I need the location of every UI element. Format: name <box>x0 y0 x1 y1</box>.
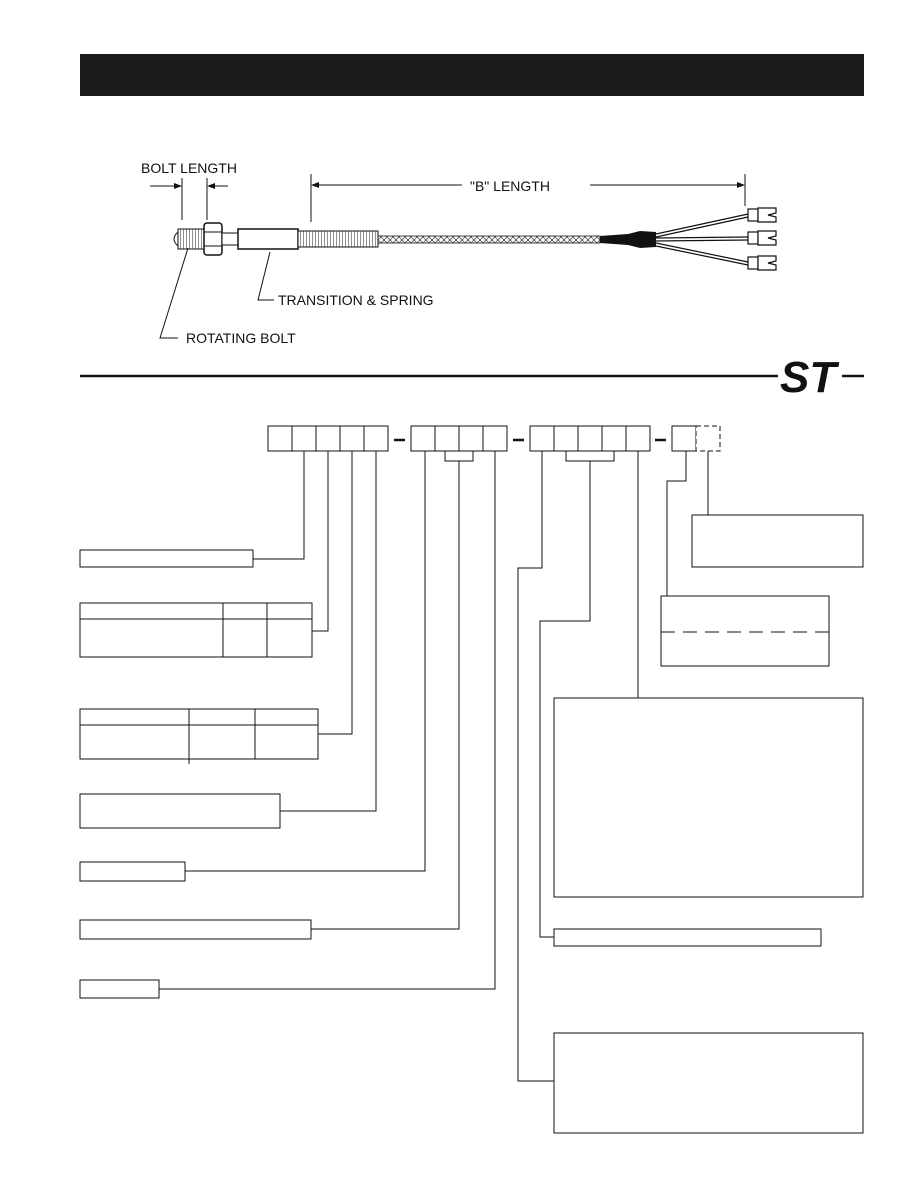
code-box-5 <box>363 425 389 452</box>
spec-box-4 <box>79 793 281 829</box>
leader-lines <box>159 451 709 1082</box>
rotating-bolt-label: ROTATING BOLT <box>186 330 296 346</box>
code-box-14 <box>625 425 651 452</box>
right-boxes <box>553 514 864 1134</box>
code-box-4 <box>339 425 365 452</box>
spring <box>297 230 379 248</box>
b-length-box <box>553 928 822 947</box>
transition-spring-callout: TRANSITION & SPRING <box>257 251 434 308</box>
code-box-16-optional <box>695 425 721 452</box>
code-box-13 <box>601 425 627 452</box>
bolt-length-label: BOLT LENGTH <box>141 160 237 176</box>
option-table <box>660 595 830 667</box>
code-box-8 <box>458 425 484 452</box>
rotating-bolt-callout: ROTATING BOLT <box>159 247 296 346</box>
code-box-11 <box>553 425 579 452</box>
bolt-length-dimension: BOLT LENGTH <box>141 160 237 220</box>
code-box-12 <box>577 425 603 452</box>
code-box-7 <box>434 425 460 452</box>
b-length-label: "B" LENGTH <box>470 178 550 194</box>
spec-box-7 <box>79 979 160 999</box>
st-logo: ST <box>779 352 840 403</box>
lead-config-box <box>553 697 864 898</box>
spec-table-2 <box>79 708 319 764</box>
lead-wires <box>655 213 749 266</box>
code-box-6 <box>410 425 436 452</box>
sensor-drawing: BOLT LENGTH "B" LENGTH <box>141 160 777 346</box>
code-box-3 <box>315 425 341 452</box>
b-length-dimension: "B" LENGTH <box>310 174 746 222</box>
st-logo-text: ST <box>780 353 839 402</box>
cable-sheath <box>600 231 656 248</box>
spec-box-1 <box>79 549 254 568</box>
spec-box-6 <box>79 919 312 940</box>
code-box-15 <box>671 425 697 452</box>
bolt-thread <box>177 228 205 250</box>
spec-box-5 <box>79 861 186 882</box>
code-box-10 <box>529 425 555 452</box>
code-box-1 <box>267 425 293 452</box>
bolt-tip <box>173 230 179 248</box>
hex-nut <box>203 222 223 256</box>
option-box <box>691 514 864 568</box>
header-bar <box>80 54 864 96</box>
left-boxes <box>79 549 319 999</box>
part-number-code <box>267 425 721 452</box>
collar <box>221 232 239 246</box>
code-box-2 <box>291 425 317 452</box>
transition-tube <box>237 228 299 250</box>
braided-cable <box>377 235 601 244</box>
spade-terminals <box>747 207 777 271</box>
spec-table-1 <box>79 602 313 658</box>
transition-spring-label: TRANSITION & SPRING <box>278 292 434 308</box>
code-box-9 <box>482 425 508 452</box>
cable-type-box <box>553 1032 864 1134</box>
